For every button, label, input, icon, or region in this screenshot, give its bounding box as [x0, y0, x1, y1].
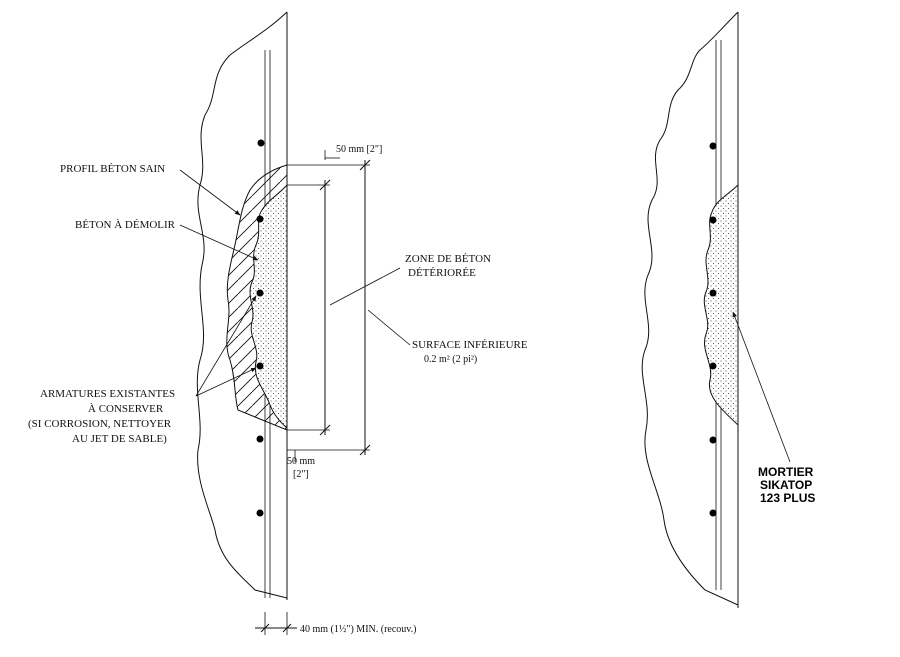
label-armatures-2: À CONSERVER — [88, 403, 164, 415]
left-section-view: PROFIL BÉTON SAIN BÉTON À DÉMOLIR ARMATU… — [28, 11, 528, 635]
leader-arm-1 — [195, 295, 257, 397]
concrete-break-line-left — [196, 11, 288, 599]
rebar-dot — [709, 436, 717, 444]
leader-mortier — [732, 311, 791, 463]
label-armatures-4: AU JET DE SABLE) — [72, 433, 167, 445]
rebar-dot — [256, 362, 264, 370]
rebar-dot — [256, 509, 264, 517]
rebar-dot — [709, 509, 717, 517]
label-dim-bot-2: [2"] — [293, 469, 309, 480]
rebar-dot — [709, 216, 717, 224]
mortar-repair-stipple — [703, 183, 739, 427]
label-cover: 40 mm (1½") MIN. (recouv.) — [300, 624, 416, 635]
label-surface-1: SURFACE INFÉRIEURE — [412, 339, 528, 351]
tick — [260, 623, 270, 633]
tick — [359, 159, 371, 171]
rebar-dot — [256, 215, 264, 223]
rebar-dot — [709, 362, 717, 370]
label-profil-beton-sain: PROFIL BÉTON SAIN — [60, 163, 165, 175]
label-zone-2: DÉTÉRIORÉE — [408, 267, 476, 279]
concrete-break-line-right — [641, 11, 739, 606]
leader-zone — [329, 267, 401, 306]
label-beton-a-demolir: BÉTON À DÉMOLIR — [75, 219, 176, 231]
leader-profil — [179, 169, 241, 216]
label-mortier-1: MORTIER — [758, 465, 814, 479]
rebar-dot — [257, 139, 265, 147]
tick — [359, 444, 371, 456]
leader-beton — [179, 224, 259, 261]
right-section-view: MORTIER SIKATOP 123 PLUS — [641, 11, 815, 608]
tick — [319, 179, 331, 191]
rebar-dot — [709, 289, 717, 297]
label-dim-top: 50 mm [2"] — [336, 144, 382, 155]
leader-arm-2 — [195, 367, 257, 397]
label-zone-1: ZONE DE BÉTON — [405, 253, 491, 265]
rebar-dot — [256, 289, 264, 297]
label-surface-2: 0.2 m² (2 pi²) — [424, 354, 477, 365]
tick — [282, 623, 292, 633]
leader-surface — [367, 309, 411, 346]
label-mortier-2: SIKATOP — [760, 478, 812, 492]
rebar-dot — [256, 435, 264, 443]
rebar-dot — [709, 142, 717, 150]
label-dim-bot-1: 50 mm — [287, 456, 315, 467]
label-armatures-1: ARMATURES EXISTANTES — [40, 388, 175, 400]
label-armatures-3: (SI CORROSION, NETTOYER — [28, 418, 172, 430]
tick — [319, 424, 331, 436]
label-mortier-3: 123 PLUS — [760, 491, 815, 505]
